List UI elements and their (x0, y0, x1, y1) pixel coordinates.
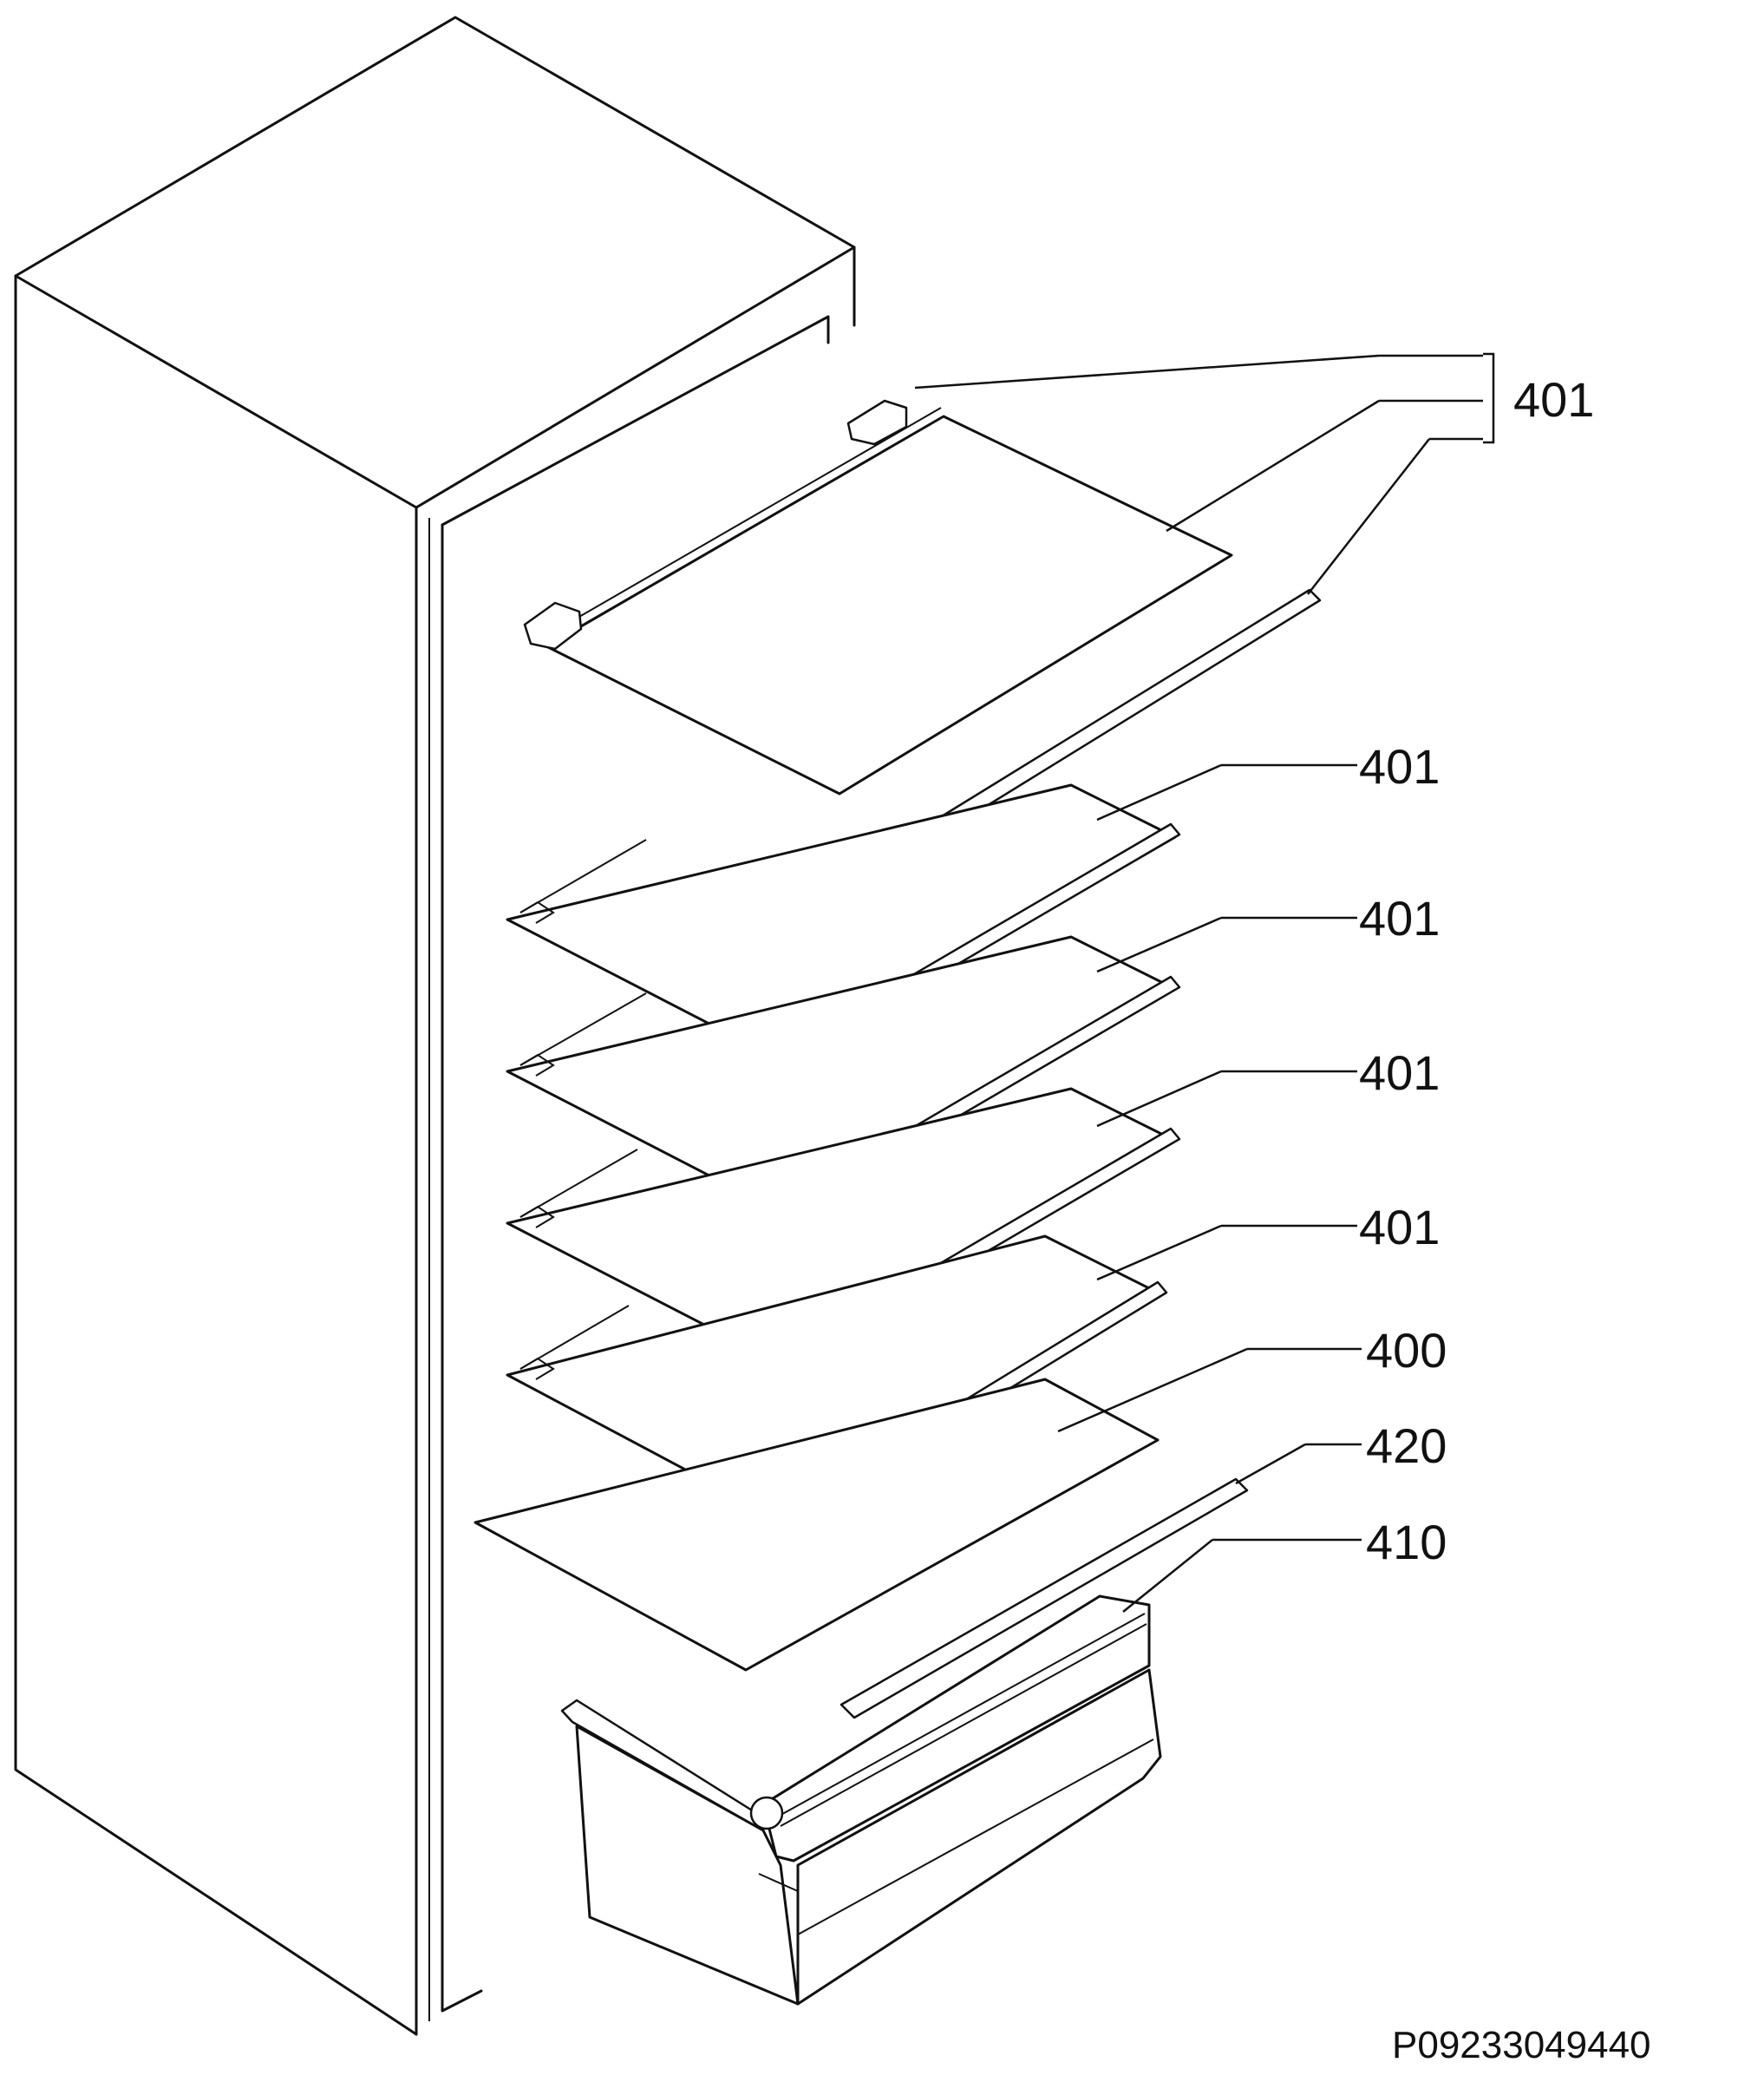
crisper-cover-trim (840, 1477, 1249, 1719)
drawing-code: P09233049440 (1392, 2024, 1651, 2066)
shelf-support-left (523, 601, 583, 651)
callout-400: 400 (1366, 1323, 1447, 1378)
leader-lines (914, 352, 1495, 1613)
callout-401-shelf-1: 401 (1359, 739, 1440, 794)
crisper-drawer (560, 1594, 1162, 2006)
callout-401-top: 401 (1513, 372, 1594, 427)
callout-401-shelf-3: 401 (1359, 1045, 1440, 1100)
callout-401-shelf-4: 401 (1359, 1200, 1440, 1254)
refrigerator-cabinet (14, 16, 856, 2036)
callout-420: 420 (1366, 1418, 1447, 1473)
crisper-cover-shelf (474, 1378, 1160, 1672)
callout-410: 410 (1366, 1515, 1447, 1569)
callout-401-shelf-2: 401 (1359, 891, 1440, 946)
top-glass-shelf (545, 407, 1233, 795)
shelf-support-right (846, 399, 908, 446)
